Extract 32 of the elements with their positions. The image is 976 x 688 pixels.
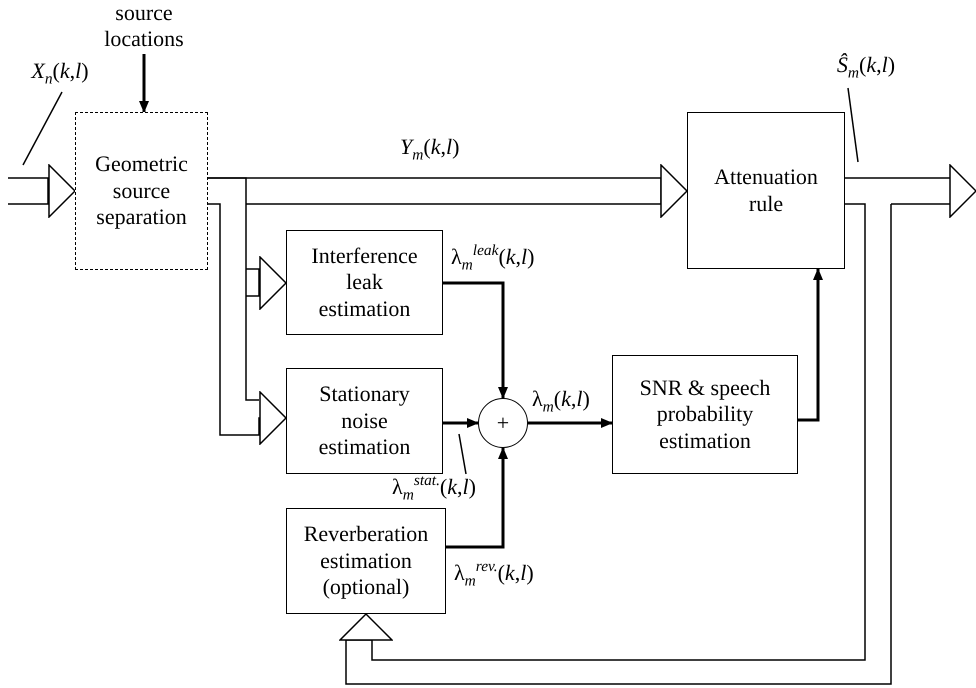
process-box xyxy=(687,112,845,269)
signal-label: Ŝ$_{m}$(k,l) xyxy=(826,52,906,86)
process-box xyxy=(286,508,446,614)
process-box xyxy=(75,112,208,270)
block-label: Stationary noise estimation xyxy=(318,381,412,461)
leader-line xyxy=(458,434,467,474)
block-label: Geometric source separation xyxy=(94,151,189,231)
block-label: Reverberation estimation (optional) xyxy=(302,521,430,601)
arrow xyxy=(446,447,508,548)
process-box xyxy=(612,355,798,474)
leader-line xyxy=(847,88,859,162)
signal-bus-arrow xyxy=(845,164,976,218)
arrow xyxy=(443,418,479,428)
arrow xyxy=(798,268,823,422)
signal-bus-arrow xyxy=(208,177,287,401)
process-box xyxy=(286,368,443,474)
edge-label: λ$_{m}$$^{leak}$(k,l) xyxy=(449,244,536,270)
signal-bus-arrow xyxy=(208,203,287,445)
process-box xyxy=(286,230,443,335)
signal-label: λ$_{m}$$^{stat.}$(k,l) xyxy=(364,474,504,508)
block-label: Interference leak estimation xyxy=(310,242,419,322)
block-label: SNR & speech probability estimation xyxy=(638,374,772,454)
summing-junction xyxy=(478,398,528,448)
signal-bus-arrow xyxy=(339,203,892,685)
signal-label: X$_{n}$(k,l) xyxy=(18,58,102,90)
arrow xyxy=(139,54,149,113)
signal-bus-arrow xyxy=(7,164,76,218)
block-label: Attenuation rule xyxy=(713,164,819,217)
plus-sign: + xyxy=(496,410,510,436)
leader-line xyxy=(22,92,63,166)
arrow xyxy=(443,282,508,399)
arrow xyxy=(528,418,613,428)
